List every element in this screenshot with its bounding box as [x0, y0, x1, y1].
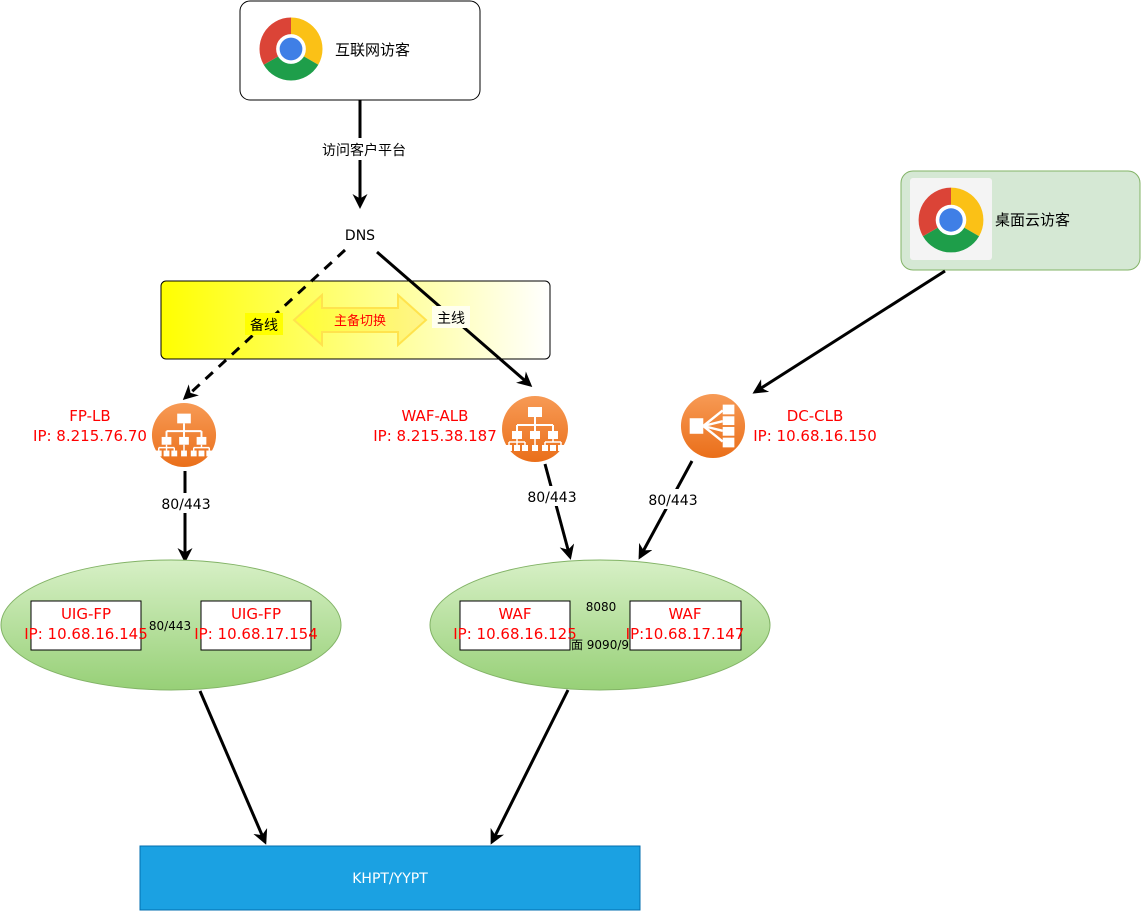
edge-waf-to-backend	[490, 689, 570, 845]
edge-label-bg	[245, 313, 283, 335]
waf-inner-port-top: 8080	[586, 600, 617, 614]
backend-khpt-yypt[interactable]: KHPT/YYPT	[139, 845, 641, 911]
desktop-visitor-node[interactable]: 桌面云访客	[900, 170, 1141, 271]
waf-node-1[interactable]: WAF IP: 10.68.16.125	[453, 600, 577, 651]
edge-label-bg	[432, 306, 470, 328]
uig-fp-node-1[interactable]: UIG-FP IP: 10.68.16.145	[24, 600, 148, 651]
waf-alb-port: 80/443	[527, 490, 576, 506]
edge-label-bg	[645, 489, 701, 509]
waf-2-ip: IP:10.68.17.147	[626, 625, 745, 643]
primary-backup-switch-band: 主备切换	[160, 280, 551, 360]
waf-inner-port-bottom: 面 9090/9	[571, 638, 629, 652]
internet-visitor-node[interactable]: 互联网访客	[239, 0, 481, 101]
dc-clb-port: 80/443	[648, 493, 697, 509]
edge-label-bg	[158, 493, 214, 513]
main-line-label: 主线	[437, 311, 465, 327]
uig-fp-2-name: UIG-FP	[231, 605, 281, 623]
edge-waf-alb-to-waf	[543, 463, 575, 560]
dc-clb-ip: IP: 10.68.16.150	[753, 427, 877, 445]
edge-desktop-to-dc-clb	[752, 269, 946, 394]
waf-1-ip: IP: 10.68.16.125	[453, 625, 577, 643]
waf-alb-node[interactable]: WAF-ALB IP: 8.215.38.187	[373, 395, 569, 463]
backup-line-label: 备线	[250, 317, 278, 334]
dc-clb-name: DC-CLB	[787, 407, 844, 425]
waf-node-2[interactable]: WAF IP:10.68.17.147	[626, 600, 745, 651]
fp-lb-ip: IP: 8.215.76.70	[33, 427, 147, 445]
internet-visitor-label: 互联网访客	[335, 41, 410, 59]
edge-label-visit-platform: 访问客户平台	[322, 142, 406, 159]
fp-lb-port: 80/443	[161, 497, 210, 513]
uig-fp-1-ip: IP: 10.68.16.145	[24, 625, 148, 643]
waf-cluster: 8080 WAF IP: 10.68.16.125 面 9090/9 WAF I…	[429, 559, 771, 691]
waf-alb-ip: IP: 8.215.38.187	[373, 427, 497, 445]
uig-fp-2-ip: IP: 10.68.17.154	[194, 625, 318, 643]
dc-clb-node[interactable]: DC-CLB IP: 10.68.16.150	[679, 392, 877, 460]
switch-label: 主备切换	[334, 313, 386, 329]
waf-2-name: WAF	[669, 605, 702, 623]
edge-uig-to-backend	[198, 690, 268, 845]
edge-label-bg	[524, 486, 580, 506]
chrome-icon	[918, 187, 984, 253]
edge-label-bg	[312, 138, 416, 160]
load-balancer-tree-icon	[150, 401, 218, 469]
uig-fp-node-2[interactable]: UIG-FP IP: 10.68.17.154	[194, 600, 318, 651]
load-balancer-fan-icon	[679, 392, 747, 460]
desktop-visitor-label: 桌面云访客	[995, 211, 1070, 229]
double-arrow-icon	[292, 292, 428, 348]
load-balancer-tree-icon	[501, 395, 569, 463]
fp-lb-name: FP-LB	[69, 407, 110, 425]
waf-1-name: WAF	[499, 605, 532, 623]
uig-inner-port: 80/443	[149, 619, 191, 633]
uig-fp-cluster: UIG-FP IP: 10.68.16.145 UIG-FP IP: 10.68…	[0, 559, 342, 691]
chrome-icon	[259, 17, 323, 81]
uig-fp-1-name: UIG-FP	[61, 605, 111, 623]
dns-label: DNS	[345, 228, 375, 244]
backend-label: KHPT/YYPT	[352, 871, 428, 887]
waf-alb-name: WAF-ALB	[402, 407, 469, 425]
fp-lb-node[interactable]: FP-LB IP: 8.215.76.70	[33, 401, 218, 469]
